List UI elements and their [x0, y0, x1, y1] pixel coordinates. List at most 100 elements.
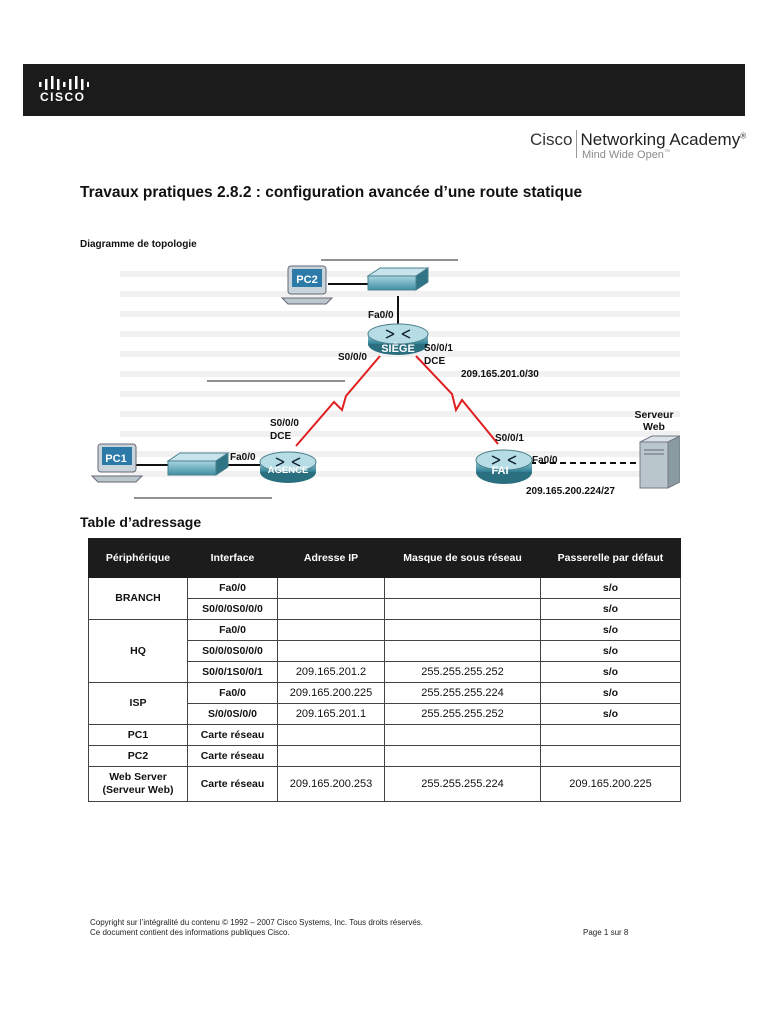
academy-name-left: Cisco [530, 130, 573, 149]
label-hq-dce: DCE [424, 356, 445, 367]
label-wan-network: 209.165.201.0/30 [461, 369, 539, 380]
interface-cell: Fa0/0 [187, 577, 278, 599]
mask-cell [384, 577, 541, 599]
footer-copyright: Copyright sur l’intégralité du contenu ©… [90, 918, 424, 927]
label-branch-dce: DCE [270, 431, 291, 442]
label-isp-fa00: Fa0/0 [532, 455, 558, 466]
device-cell: Web Server (Serveur Web) [88, 766, 188, 802]
serial-link-hq-branch [295, 355, 381, 447]
background-pattern [120, 271, 680, 477]
gateway-cell: 209.165.200.225 [540, 766, 681, 802]
label-isp-s001: S0/0/1 [495, 433, 524, 444]
table-row: PC2 Carte réseau [88, 745, 681, 767]
gateway-cell: s/o [540, 703, 681, 725]
interface-cell: S0/0/1S0/0/1 [187, 661, 278, 683]
table-row: S0/0/1S0/0/1 209.165.201.2 255.255.255.2… [89, 661, 681, 683]
interface-cell: Fa0/0 [187, 619, 278, 641]
hq-router-label: SIÈGE [381, 342, 415, 355]
header-gateway: Passerelle par défaut [540, 538, 681, 578]
pc1-label: PC1 [105, 453, 126, 465]
interface-cell: Carte réseau [187, 766, 278, 802]
label-branch-fa00: Fa0/0 [230, 452, 256, 463]
interface-cell: Carte réseau [187, 745, 278, 767]
addressing-table-heading: Table d’adressage [80, 514, 202, 530]
ip-cell [277, 724, 385, 746]
academy-divider [575, 130, 577, 158]
header-ip: Adresse IP [277, 538, 385, 578]
academy-tagline-tm: ™ [663, 149, 670, 156]
header-mask: Masque de sous réseau [384, 538, 541, 578]
academy-logo: Cisco Networking Academy® Mind Wide Open™ [530, 130, 747, 161]
mask-cell [384, 619, 541, 641]
mask-cell: 255.255.255.252 [384, 661, 541, 683]
isp-router-label: FAI [491, 465, 508, 477]
table-header-row: Périphérique Interface Adresse IP Masque… [88, 538, 681, 578]
academy-name-right: Networking Academy [580, 130, 741, 149]
label-branch-s000: S0/0/0 [270, 418, 299, 429]
table-row: PC1 Carte réseau [88, 724, 681, 746]
mask-cell [384, 745, 541, 767]
cisco-bars-icon [39, 76, 89, 90]
cisco-logo: CISCO [39, 75, 91, 107]
table-row: BRANCH Fa0/0 s/o [88, 577, 681, 620]
header-interface: Interface [187, 538, 278, 578]
branch-router-label: AGENCE [268, 465, 309, 476]
table-row: S0/0/0S0/0/0 s/o [89, 598, 681, 620]
mask-cell: 255.255.255.224 [384, 766, 541, 802]
ip-cell: 209.165.200.253 [277, 766, 385, 802]
footer: Copyright sur l’intégralité du contenu ©… [90, 918, 423, 938]
gateway-cell [540, 724, 681, 746]
pc1-icon [90, 443, 144, 483]
device-cell: PC1 [88, 724, 188, 746]
table-row: S/0/0S/0/0 209.165.201.1 255.255.255.252… [89, 703, 681, 725]
interface-cell: S0/0/0S0/0/0 [187, 598, 278, 620]
gateway-cell: s/o [540, 598, 681, 620]
ip-cell: 209.165.201.2 [277, 661, 385, 683]
gateway-cell: s/o [540, 619, 681, 641]
mask-cell [384, 640, 541, 662]
ip-cell [277, 577, 385, 599]
mask-cell [384, 598, 541, 620]
switch-hq-icon [366, 267, 430, 291]
gateway-cell: s/o [540, 640, 681, 662]
academy-tagline: Mind Wide Open [582, 149, 664, 161]
interface-cell: S/0/0S/0/0 [187, 703, 278, 725]
mask-cell [384, 724, 541, 746]
topology-diagram: PC2 SIÈGE PC1 AGENCE FAI [90, 259, 680, 499]
ip-cell [277, 640, 385, 662]
header-device: Périphérique [88, 538, 188, 578]
cisco-wordmark: CISCO [40, 90, 86, 104]
gateway-cell [540, 745, 681, 767]
ip-cell [277, 619, 385, 641]
device-cell: BRANCH [88, 577, 188, 620]
hq-router-icon [367, 323, 429, 355]
mask-cell: 255.255.255.224 [384, 682, 541, 704]
ip-cell [277, 598, 385, 620]
footer-notice: Ce document contient des informations pu… [90, 928, 290, 937]
table-row: Web Server (Serveur Web) Carte réseau 20… [88, 766, 681, 802]
ip-cell: 209.165.201.1 [277, 703, 385, 725]
addressing-table: Périphérique Interface Adresse IP Masque… [88, 538, 681, 802]
web-server-icon [639, 435, 680, 489]
switch-branch-icon [166, 452, 230, 476]
page-number: Page 1 sur 8 [583, 928, 629, 937]
gateway-cell: s/o [540, 682, 681, 704]
label-hq-s001: S0/0/1 [424, 343, 453, 354]
pc2-label: PC2 [296, 274, 317, 286]
academy-registered-mark: ® [740, 131, 747, 141]
interface-cell: Carte réseau [187, 724, 278, 746]
mask-cell: 255.255.255.252 [384, 703, 541, 725]
isp-router-icon [475, 449, 533, 484]
device-cell: PC2 [88, 745, 188, 767]
table-row: HQ Fa0/0 s/o [88, 619, 681, 683]
document-title: Travaux pratiques 2.8.2 : configuration … [80, 184, 583, 201]
header-banner: CISCO [23, 64, 745, 116]
device-cell: ISP [88, 682, 188, 725]
gateway-cell: s/o [540, 661, 681, 683]
table-row: S0/0/0S0/0/0 s/o [89, 640, 681, 662]
table-row: ISP Fa0/0 209.165.200.225 255.255.255.22… [88, 682, 681, 725]
label-server-network: 209.165.200.224/27 [526, 486, 615, 497]
topology-heading: Diagramme de topologie [80, 239, 197, 250]
ip-cell: 209.165.200.225 [277, 682, 385, 704]
